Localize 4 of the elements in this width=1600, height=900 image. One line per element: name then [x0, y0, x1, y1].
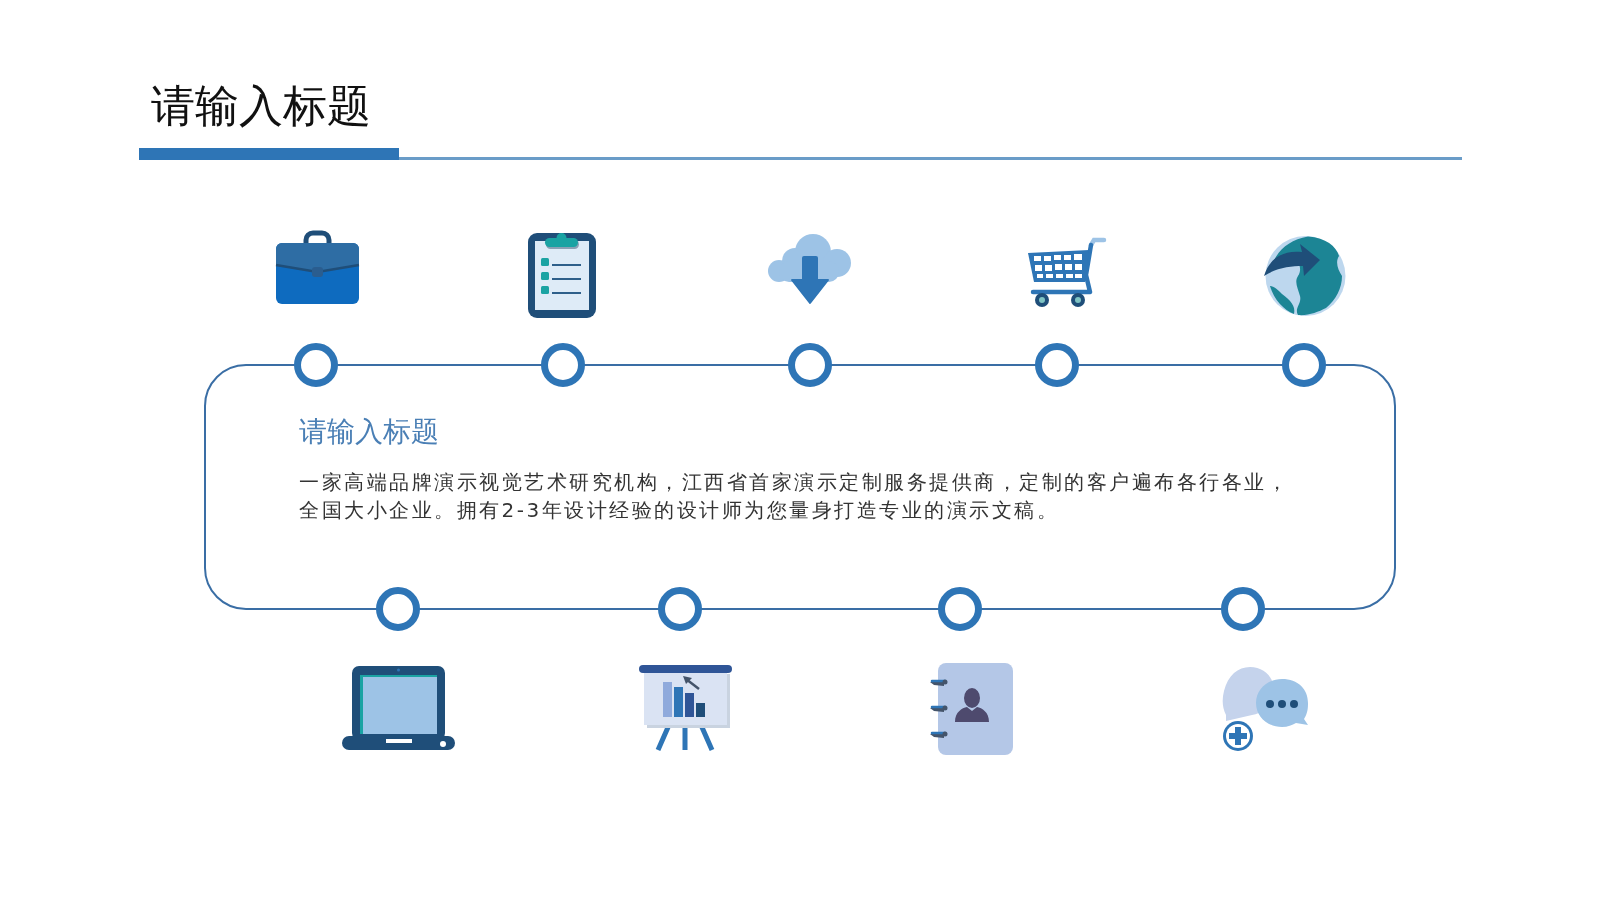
rounded-panel	[204, 364, 1396, 610]
slide-title: 请输入标题	[151, 79, 371, 133]
panel-heading: 请输入标题	[299, 414, 439, 450]
body-paragraph: 一家高端品牌演示视觉艺术研究机构，江西省首家演示定制服务提供商，定制的客户遍布各行各业，全国大小企业。拥有2-3年设计经验的设计师为您量身打造专业的演示文稿。	[299, 469, 1290, 524]
